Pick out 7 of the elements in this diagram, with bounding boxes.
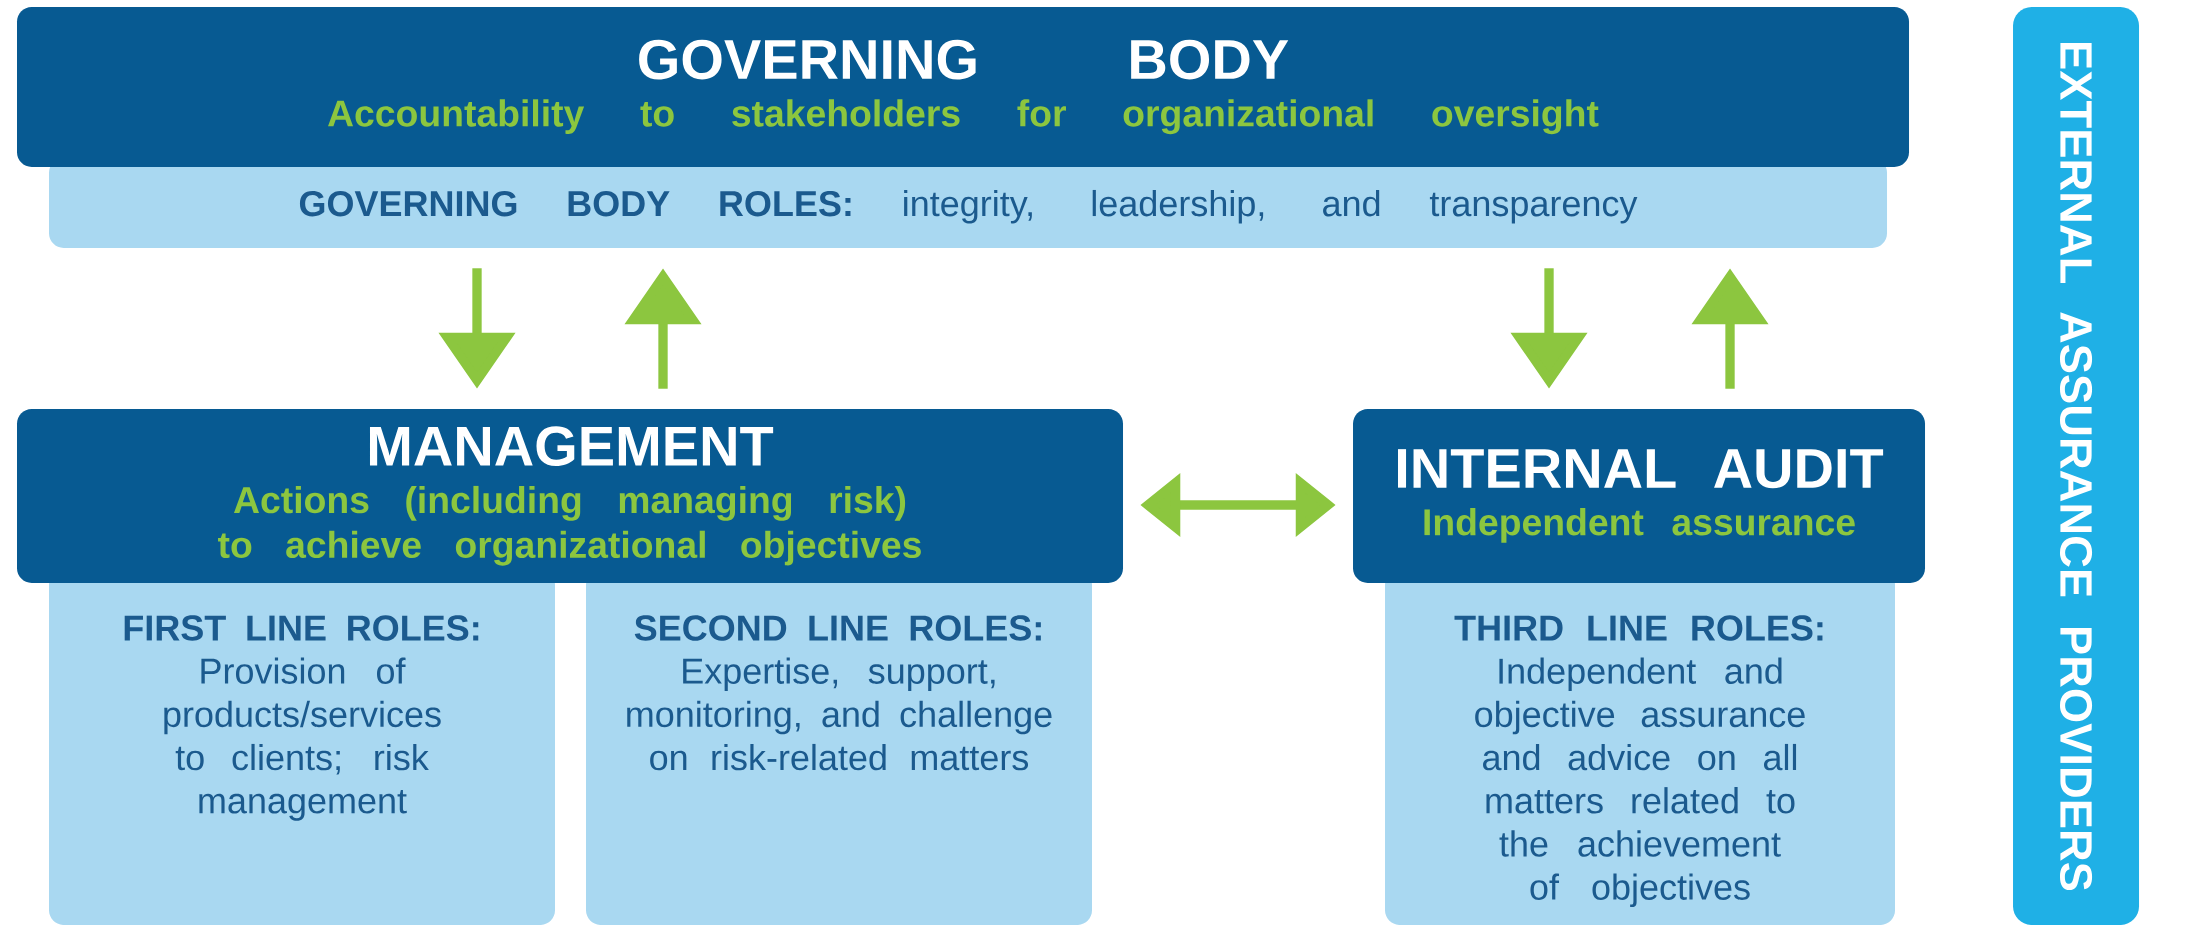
header-box: INTERNAL AUDIT Independent assurance: [1353, 409, 1925, 583]
role-box: THIRD LINE ROLES: Independent and objective assurance and advice on all matters related to the achievement of objectives: [1385, 570, 1895, 925]
role-box: SECOND LINE ROLES: Expertise, support, monitoring, and challenge on risk-related matters: [586, 570, 1092, 925]
header-box: GOVERNING BODY Accountability to stakeholders for organizational oversight: [17, 7, 1909, 167]
header-box: MANAGEMENT Actions (including managing risk) to achieve organizational objectives: [17, 409, 1123, 583]
side-bar: EXTERNAL ASSURANCE PROVIDERS: [2013, 7, 2139, 925]
role-box: FIRST LINE ROLES: Provision of products/services to clients; risk management: [49, 570, 555, 925]
